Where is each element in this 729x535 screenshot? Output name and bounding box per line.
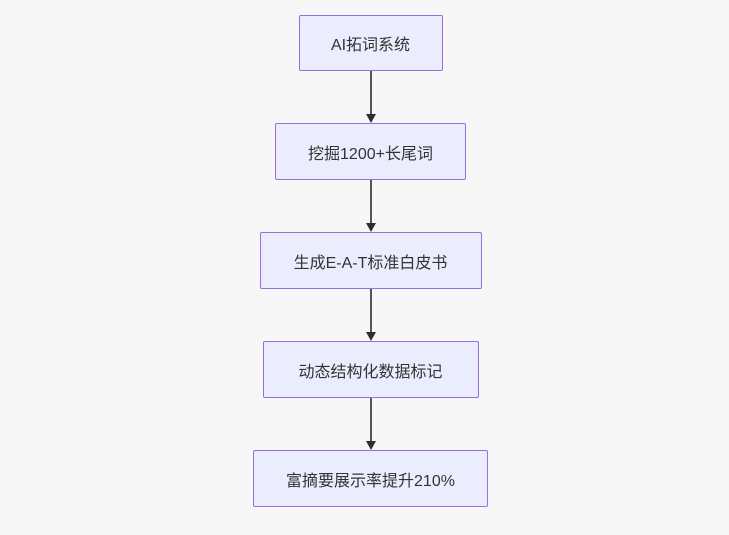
flow-arrow bbox=[365, 398, 376, 450]
node-label: 动态结构化数据标记 bbox=[298, 363, 443, 381]
node-label: 富摘要展示率提升210% bbox=[286, 472, 455, 490]
arrow-line bbox=[369, 180, 372, 223]
arrow-line bbox=[369, 289, 372, 332]
node-label: AI拓词系统 bbox=[330, 37, 411, 54]
arrow-down-icon bbox=[365, 332, 376, 341]
flow-arrow bbox=[365, 289, 376, 341]
arrow-line bbox=[369, 398, 372, 441]
arrow-line bbox=[369, 71, 372, 114]
arrow-down-icon bbox=[365, 223, 376, 232]
arrow-down-icon bbox=[365, 441, 376, 450]
flow-arrow bbox=[365, 180, 376, 232]
flowchart: AI拓词系统 挖掘1200+长尾词 生成E-A-T标准白皮书 动态结构化数据标记… bbox=[6, 0, 729, 507]
flow-node-eat-whitepaper: 生成E-A-T标准白皮书 bbox=[259, 232, 482, 289]
node-label: 生成E-A-T标准白皮书 bbox=[293, 254, 448, 272]
flow-arrow bbox=[365, 71, 376, 123]
arrow-down-icon bbox=[365, 114, 376, 123]
flow-node-rich-snippet-result: 富摘要展示率提升210% bbox=[253, 450, 488, 507]
flow-node-structured-data-markup: 动态结构化数据标记 bbox=[262, 341, 479, 398]
flow-node-ai-word-system: AI拓词系统 bbox=[298, 15, 443, 71]
flow-node-longtail-mining: 挖掘1200+长尾词 bbox=[275, 123, 466, 180]
node-label: 挖掘1200+长尾词 bbox=[308, 145, 433, 163]
